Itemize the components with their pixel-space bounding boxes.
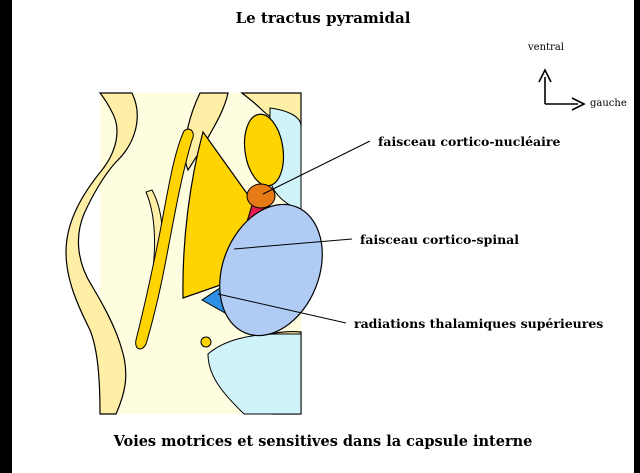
orientation-ventral-label: ventral	[528, 42, 564, 53]
orientation-gauche-label: gauche	[590, 98, 627, 109]
diagram-caption: Voies motrices et sensitives dans la cap…	[12, 433, 634, 450]
label-cortico-nucleaire: faisceau cortico-nucléaire	[378, 134, 560, 149]
cortico-nuclear-tract	[247, 184, 275, 208]
diagram-panel: Le tractus pyramidal	[12, 0, 634, 473]
label-radiations: radiations thalamiques supérieures	[354, 316, 603, 331]
label-cortico-spinal: faisceau cortico-spinal	[360, 232, 519, 247]
capsule-interne-illustration	[12, 0, 634, 473]
small-nucleus-dot	[201, 337, 211, 347]
